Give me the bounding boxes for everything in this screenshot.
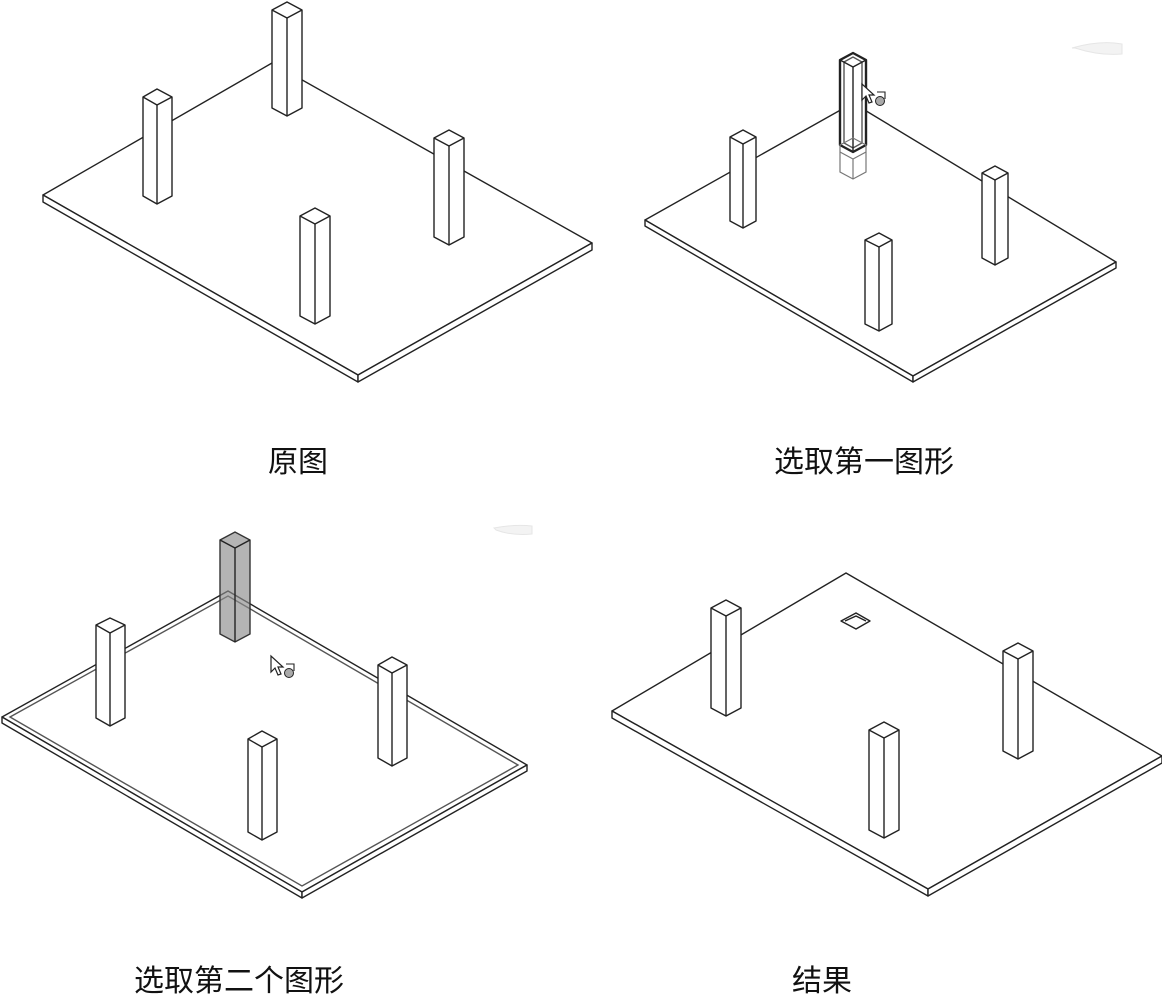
- select-cursor-icon: [861, 82, 886, 106]
- scan-smudge: [1071, 42, 1123, 55]
- panel-result: 结果: [600, 500, 1162, 999]
- slab-hole: [840, 612, 871, 630]
- select-cursor-icon: [270, 654, 295, 678]
- panel-select-second: 选取第二个图形: [0, 500, 600, 999]
- column-right: [1002, 642, 1034, 760]
- diagram-select-second: [1, 524, 533, 899]
- panel-original: 原图: [0, 0, 600, 480]
- column-front: [247, 730, 278, 841]
- diagram-original: [42, 1, 593, 383]
- column-left: [710, 599, 742, 717]
- column-left: [142, 88, 173, 205]
- column-back: [271, 1, 303, 117]
- scan-smudge: [492, 524, 533, 535]
- column-left: [729, 129, 757, 229]
- column-front: [299, 207, 331, 325]
- diagram-result: [611, 572, 1162, 897]
- caption-select-second: 选取第二个图形: [134, 964, 344, 999]
- panel-select-first: 选取第一图形: [600, 0, 1162, 480]
- column-right: [981, 165, 1009, 266]
- diagram-select-first: [644, 42, 1123, 383]
- column-right: [433, 129, 465, 246]
- column-left: [95, 617, 126, 727]
- column-front: [868, 721, 900, 839]
- caption-select-first: 选取第一图形: [774, 445, 954, 480]
- column-first-selected: [219, 531, 251, 643]
- caption-result: 结果: [792, 964, 852, 999]
- caption-original: 原图: [268, 445, 328, 480]
- column-selected[interactable]: [838, 51, 868, 180]
- column-front: [864, 232, 893, 332]
- column-right: [377, 656, 408, 767]
